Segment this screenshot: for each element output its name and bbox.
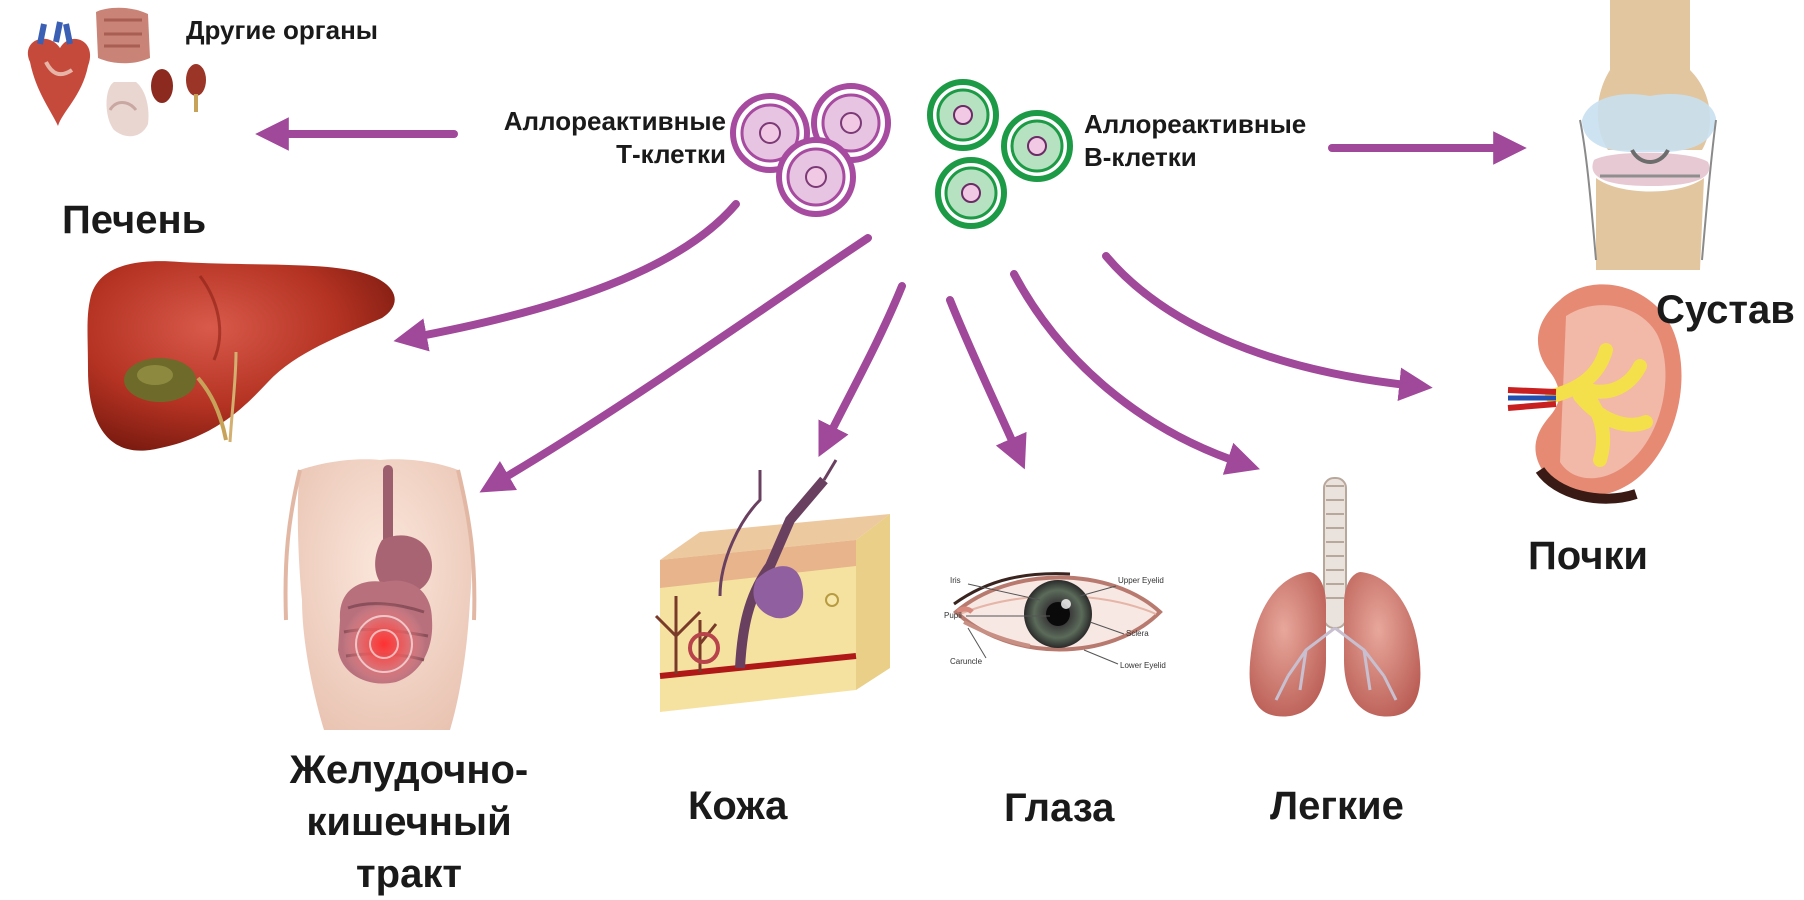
eye-label-pupil: Pupil [944, 611, 962, 620]
t-cells-label-line2: Т-клетки [430, 138, 726, 171]
t-cells-label: Аллореактивные Т-клетки [430, 105, 726, 171]
arrow-to-gi-tract [494, 238, 868, 484]
liver-label: Печень [62, 196, 206, 244]
eye-image: Iris Pupil Caruncle Upper Eyelid Sclera … [944, 574, 1166, 670]
arrow-to-liver [410, 204, 736, 338]
eye-label-iris: Iris [950, 576, 961, 585]
gi-tract-label-line1: Желудочно- [264, 744, 554, 796]
t-cells-label-line1: Аллореактивные [430, 105, 726, 138]
gi-tract-image [286, 459, 475, 730]
eye-label-upper-eyelid: Upper Eyelid [1118, 576, 1164, 585]
b-cells-label-line2: В-клетки [1084, 141, 1344, 174]
lungs-image [1250, 478, 1421, 717]
arrow-to-eyes [950, 300, 1018, 454]
gi-tract-label-line2: кишечный [264, 796, 554, 848]
arrow-to-lungs [1014, 274, 1244, 464]
arrows [272, 134, 1510, 484]
arrow-to-kidneys [1106, 256, 1416, 386]
b-cell [1004, 113, 1070, 179]
other-organs-label: Другие органы [186, 15, 378, 45]
liver-image [88, 261, 395, 450]
eye-label-lower-eyelid: Lower Eyelid [1120, 661, 1166, 670]
skin-image [656, 460, 890, 712]
skin-label: Кожа [688, 782, 787, 830]
gi-tract-label-line3: тракт [264, 848, 554, 900]
b-cell [938, 160, 1004, 226]
eyes-label: Глаза [1004, 784, 1114, 832]
b-cells-label: Аллореактивные В-клетки [1084, 108, 1344, 174]
eye-label-caruncle: Caruncle [950, 657, 983, 666]
b-cell [930, 82, 996, 148]
joint-image [1580, 0, 1716, 270]
joint-label: Сустав [1656, 286, 1795, 334]
b-cells-image [930, 82, 1070, 226]
lungs-label: Легкие [1270, 782, 1404, 830]
arrow-to-skin [826, 286, 902, 442]
t-cell [779, 140, 853, 214]
other-organs-image [28, 8, 206, 137]
kidneys-label: Почки [1528, 532, 1648, 580]
t-cells-image [733, 86, 888, 214]
b-cells-label-line1: Аллореактивные [1084, 108, 1344, 141]
eye-label-sclera: Sclera [1126, 629, 1149, 638]
gi-tract-label: Желудочно- кишечный тракт [264, 744, 554, 900]
